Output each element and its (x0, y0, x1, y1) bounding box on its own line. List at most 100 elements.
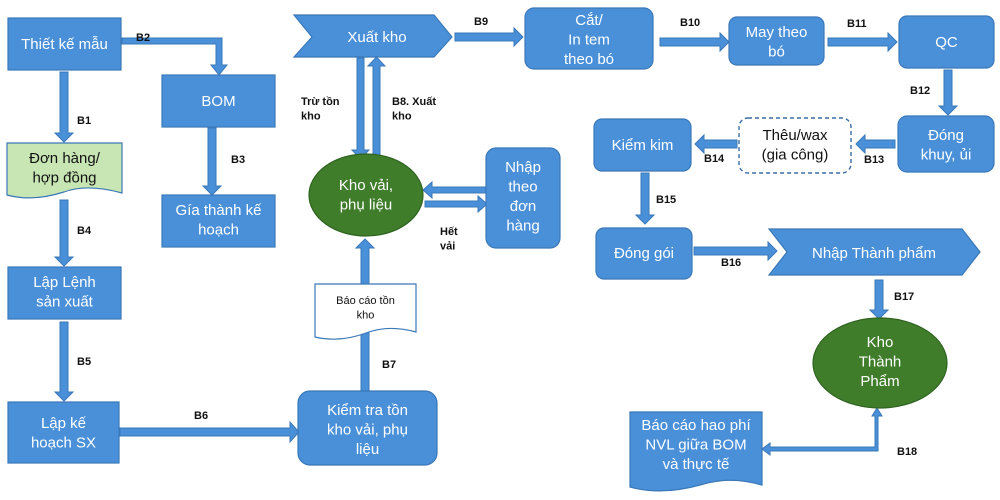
text-line: Nhập (505, 159, 541, 176)
node-qc-text: QC (935, 34, 958, 51)
arrow-b13 (855, 133, 896, 155)
text-line: Thêu/wax (762, 127, 828, 144)
node-dong-goi[interactable]: Đóng gói (595, 227, 693, 280)
node-lap-lenh[interactable]: Lập Lệnh sản xuất (7, 266, 122, 320)
node-thiet-ke-mau-text: Thiết kế mẫu (21, 36, 108, 53)
text-line: Thành (859, 354, 902, 371)
text-line: Báo cáo tồn (336, 295, 395, 307)
arrow-het-vai (424, 194, 488, 214)
node-kho-vai[interactable]: Kho vải,phụ liệu (308, 153, 424, 237)
text-line: sản xuất (36, 294, 94, 311)
arrow-b2 (121, 37, 229, 76)
arrow-tru-ton-kho (350, 57, 371, 160)
label-b8: B8. Xuất kho (392, 96, 436, 122)
text-line: Kiểm kim (612, 137, 674, 154)
text-line: Phẩm (860, 373, 899, 390)
arrow-b12 (937, 69, 959, 116)
text-line: (gia công) (762, 147, 829, 164)
node-thiet-ke-mau[interactable]: Thiết kế mẫu (7, 17, 122, 71)
text-line: hợp đồng (32, 170, 96, 187)
node-theu-wax[interactable]: Thêu/wax (gia công) (738, 117, 852, 174)
text-line: Trừ tồn (301, 96, 340, 108)
node-lap-ke-hoach[interactable]: Lập kế hoạch SX (7, 401, 120, 464)
text-line: NVL giữa BOM (645, 437, 746, 454)
arrow-b10 (659, 31, 730, 53)
arrow-b3 (201, 127, 223, 196)
node-kiem-kim-text: Kiểm kim (612, 137, 674, 154)
arrow-b5 (53, 321, 75, 402)
label-b4: B4 (77, 225, 92, 237)
node-cat-in-tem[interactable]: Cắt/In tem theo bó (524, 7, 654, 70)
node-lap-lenh-text: Lập Lệnh sản xuất (33, 274, 96, 311)
label-b5: B5 (77, 356, 91, 368)
text-line: Báo cáo hao phí (641, 417, 751, 434)
text-line: Đóng gói (614, 245, 674, 262)
text-line: Đóng (928, 127, 964, 144)
text-line: theo bó (564, 51, 614, 68)
text-line: Cắt/ (575, 12, 603, 29)
label-b10: B10 (680, 17, 700, 29)
label-b12: B12 (910, 85, 930, 97)
node-kho-vai-text: Kho vải,phụ liệu (339, 177, 393, 214)
text-line: Xuất kho (347, 29, 406, 46)
text-line: kho (392, 110, 412, 122)
label-b15: B15 (656, 194, 676, 206)
label-b3: B3 (231, 154, 245, 166)
node-bom-text: BOM (201, 93, 235, 110)
node-xuat-kho[interactable]: Xuất kho (292, 14, 453, 58)
text-line: In tem (568, 32, 610, 49)
text-line: Kho vải, (339, 177, 393, 194)
node-qc[interactable]: QC (898, 15, 995, 69)
arrow-b4 (53, 199, 75, 267)
text-line: Lập kế (41, 415, 87, 432)
arrow-b17 (868, 279, 890, 320)
text-line: vải (440, 240, 455, 252)
node-dong-khuy[interactable]: Đóng khuy, ủi (897, 115, 995, 173)
text-line: bó (768, 44, 785, 61)
arrow-b6 (119, 420, 300, 444)
node-bom[interactable]: BOM (161, 74, 276, 128)
text-line: B8. Xuất (392, 96, 436, 108)
label-b18: B18 (897, 446, 917, 458)
text-line: Lập Lệnh (33, 274, 96, 291)
text-line: Nhập Thành phẩm (812, 245, 936, 262)
node-nhap-thanh-pham-text: Nhập Thành phẩm (812, 245, 936, 262)
node-nhap-thanh-pham[interactable]: Nhập Thành phẩm (767, 228, 981, 276)
text-line: hoạch (198, 222, 239, 239)
node-don-hang[interactable]: Đơn hàng/hợp đồng (6, 142, 123, 199)
node-gia-thanh-text: Gía thành kế hoạch (176, 202, 263, 239)
text-line: Kho (867, 334, 894, 351)
label-b1: B1 (77, 115, 91, 127)
text-line: Thiết kế mẫu (21, 36, 108, 53)
text-line: hoạch SX (31, 435, 96, 452)
text-line: Hết (440, 226, 458, 238)
node-kiem-kim[interactable]: Kiểm kim (593, 118, 692, 172)
text-line: Gía thành kế (176, 202, 263, 219)
arrow-b16 (693, 240, 778, 262)
node-cat-in-tem-text: Cắt/In tem theo bó (564, 12, 614, 68)
label-b14: B14 (704, 153, 725, 165)
text-line: BOM (201, 93, 235, 110)
node-gia-thanh[interactable]: Gía thành kế hoạch (161, 194, 276, 248)
arrow-b8 (366, 56, 387, 159)
arrow-b18 (761, 407, 883, 456)
text-line: khuy, ủi (921, 147, 972, 164)
text-line: theo (508, 179, 537, 196)
text-line: QC (935, 34, 958, 51)
label-b9: B9 (474, 16, 488, 28)
text-line: kho vải, phụ (327, 422, 408, 439)
node-dong-khuy-text: Đóng khuy, ủi (921, 127, 972, 164)
arrow-nhap-to-kho (422, 180, 487, 200)
